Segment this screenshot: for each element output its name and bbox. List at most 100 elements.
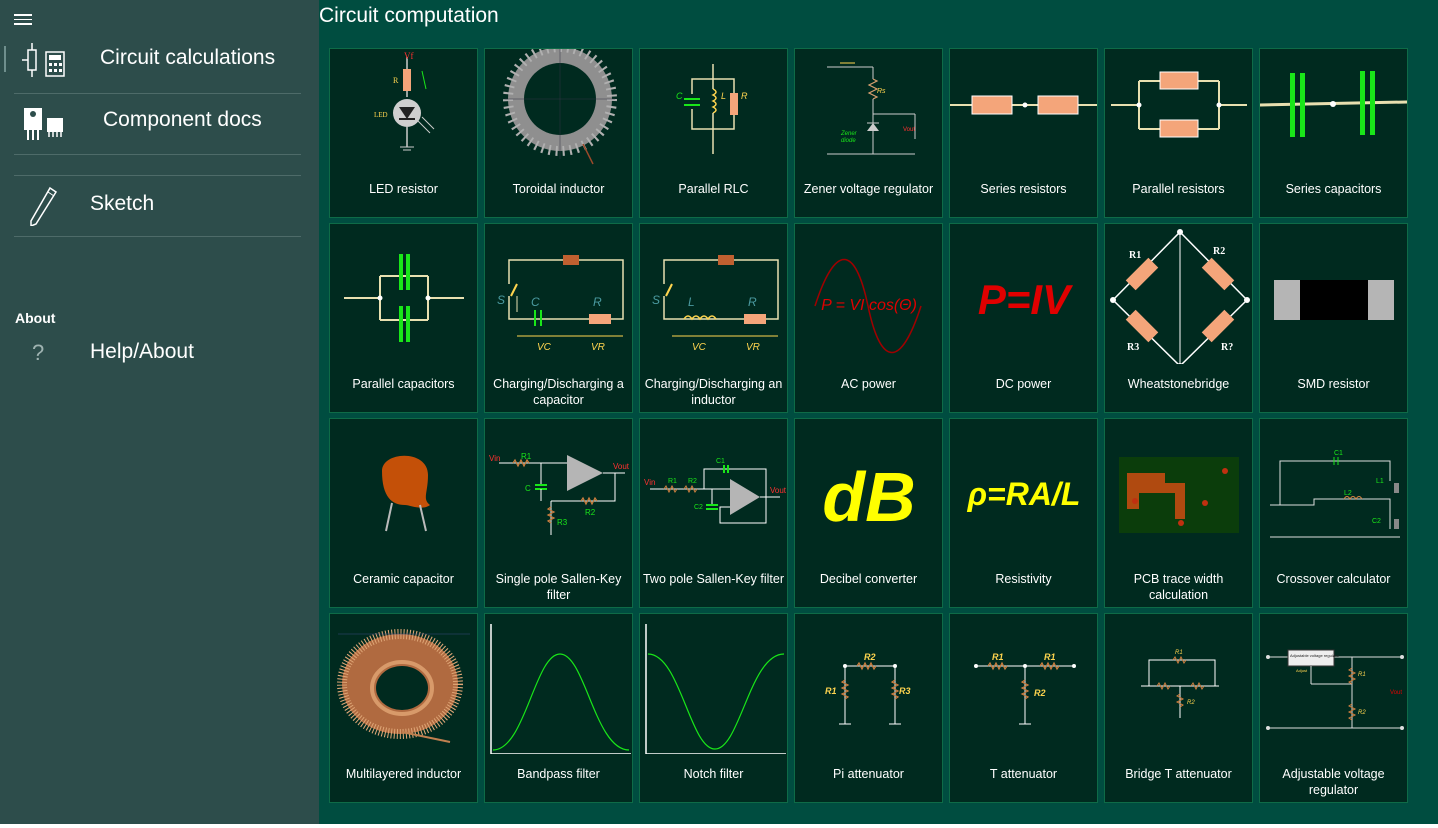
tile-label: Parallel RLC — [678, 182, 749, 196]
hamburger-menu-icon[interactable] — [14, 11, 32, 27]
l2-label: L2 — [1344, 490, 1352, 497]
r4-label: R? — [1221, 342, 1233, 353]
dc-power-icon: P=IV — [978, 276, 1073, 323]
notch-curve-icon — [645, 624, 786, 754]
divider — [14, 175, 301, 176]
tile-ac-power[interactable]: P = VI cos(Θ) AC power — [794, 223, 943, 413]
tile-label: Parallel capacitors — [352, 377, 455, 391]
vr-label: VR — [591, 342, 605, 353]
tile-label: AC power — [841, 377, 896, 391]
tile-smd-resistor[interactable]: SMD resistor — [1259, 223, 1408, 413]
r1-label: R1 — [1358, 672, 1366, 678]
tile-label: T attenuator — [989, 767, 1058, 781]
tile-parallel-capacitors[interactable]: Parallel capacitors — [329, 223, 478, 413]
tile-label: Charging/Discharging a capacitor — [493, 377, 624, 407]
tile-label: Two pole Sallen-Key filter — [642, 572, 785, 586]
l-label: L — [688, 295, 695, 309]
r2-label: R2 — [1034, 688, 1046, 698]
rho-formula: ρ=RA/L — [967, 476, 1081, 512]
tile-label: Zener voltage regulator — [803, 182, 934, 196]
tile-series-capacitors[interactable]: Series capacitors — [1259, 48, 1408, 218]
nav-item-circuit-calculations[interactable]: Circuit calculations — [14, 30, 301, 90]
pi-attenuator-icon: R2 R1 R3 — [825, 652, 911, 725]
tile-series-resistors[interactable]: Series resistors — [949, 48, 1098, 218]
r1-label: R1 — [825, 686, 837, 696]
nav-label-circuit-calculations: Circuit calculations — [100, 46, 276, 69]
ac-power-icon: P = VI cos(Θ) — [814, 259, 922, 353]
tile-grid: Vf R LED LED resistor Toroidal inductor … — [327, 46, 1413, 804]
tile-label: Crossover calculator — [1276, 572, 1391, 586]
rs-label: Rs — [877, 88, 886, 95]
tile-notch-filter[interactable]: Notch filter — [639, 613, 788, 803]
vout-label: Vout — [903, 127, 915, 133]
rc-charging-icon: S C R VC VR — [497, 255, 624, 353]
r1-label: R1 — [992, 652, 1004, 662]
tile-led-resistor[interactable]: Vf R LED LED resistor — [329, 48, 478, 218]
zener-regulator-icon: Rs Zener diode Vout — [827, 62, 916, 155]
s-label: S — [497, 293, 505, 307]
series-resistors-icon — [950, 95, 1097, 115]
c1-label: C1 — [1334, 450, 1343, 457]
selection-indicator — [4, 46, 6, 72]
r2-label: R2 — [1358, 710, 1366, 716]
vout-label: Vout — [770, 486, 787, 495]
c2-label: C2 — [1372, 518, 1381, 525]
tile-decibel-converter[interactable]: dB Decibel converter — [794, 418, 943, 608]
tile-toroidal-inductor[interactable]: Toroidal inductor — [484, 48, 633, 218]
tile-parallel-resistors[interactable]: Parallel resistors — [1104, 48, 1253, 218]
vin-label: Vin — [644, 478, 655, 487]
nav-item-component-docs[interactable]: Component docs — [14, 92, 301, 152]
tile-label: SMD resistor — [1297, 377, 1370, 391]
wheatstone-bridge-icon: R1 R2 R3 R? — [1110, 229, 1250, 364]
nav-item-sketch[interactable]: Sketch — [14, 176, 301, 236]
tile-zener-voltage-regulator[interactable]: Rs Zener diode Vout Zener voltage regula… — [794, 48, 943, 218]
tile-resistivity[interactable]: ρ=RA/L Resistivity — [949, 418, 1098, 608]
decibel-icon: dB — [822, 458, 915, 536]
ac-formula: P = VI cos(Θ) — [821, 297, 917, 314]
divider — [14, 154, 301, 155]
tile-crossover-calculator[interactable]: C1 L2 L1 C2 Crossover calculator — [1259, 418, 1408, 608]
sallen-key-2pole-icon: Vin R1 R2 C1 C2 Vout — [644, 458, 787, 524]
tile-t-attenuator[interactable]: R1 R1 R2 T attenuator — [949, 613, 1098, 803]
parallel-resistors-icon — [1111, 71, 1247, 138]
r2-label: R2 — [864, 652, 876, 662]
components-icon — [24, 108, 63, 140]
tile-multilayered-inductor[interactable]: Multilayered inductor — [329, 613, 478, 803]
r3-label: R3 — [557, 518, 568, 527]
tile-parallel-rlc[interactable]: C L R Parallel RLC — [639, 48, 788, 218]
r3-label: R3 — [899, 686, 911, 696]
tile-pi-attenuator[interactable]: R2 R1 R3 Pi attenuator — [794, 613, 943, 803]
vc-label: VC — [537, 342, 552, 353]
diode-label: diode — [841, 138, 856, 144]
tile-wheatstone-bridge[interactable]: R1 R2 R3 R? Wheatstonebridge — [1104, 223, 1253, 413]
circuit-calculator-icon — [22, 43, 65, 77]
tile-label: Adjustable voltage regulator — [1282, 767, 1385, 797]
tile-pcb-trace-width[interactable]: PCB trace width calculation — [1104, 418, 1253, 608]
tile-label: Charging/Discharging an inductor — [644, 377, 783, 407]
tile-bandpass-filter[interactable]: Bandpass filter — [484, 613, 633, 803]
tile-adjustable-voltage-regulator[interactable]: Adjustable voltage regulator Adjust R1 R… — [1259, 613, 1408, 803]
page-title: Circuit computation — [319, 4, 499, 27]
tile-label: Parallel resistors — [1132, 182, 1225, 196]
sallen-key-1pole-icon: Vin R1 C R3 R2 Vout — [489, 452, 630, 535]
divider — [14, 236, 301, 237]
r-label: R — [393, 76, 399, 85]
r1-label: R1 — [521, 452, 532, 461]
tile-label: Wheatstonebridge — [1127, 377, 1230, 391]
tile-ceramic-capacitor[interactable]: Ceramic capacitor — [329, 418, 478, 608]
nav-item-help-about[interactable]: ? Help/About — [14, 324, 301, 384]
tile-label: Multilayered inductor — [345, 767, 462, 781]
r-label: R — [748, 295, 757, 309]
tile-dc-power[interactable]: P=IV DC power — [949, 223, 1098, 413]
nav-label-help-about: Help/About — [90, 340, 194, 363]
vc-label: VC — [692, 342, 707, 353]
tile-two-pole-sallen-key[interactable]: Vin R1 R2 C1 C2 Vout Two pole Sallen-Key… — [639, 418, 788, 608]
tile-charging-capacitor[interactable]: S C R VC VR Charging/Discharging a capac… — [484, 223, 633, 413]
c2-label: C2 — [694, 504, 703, 511]
tile-charging-inductor[interactable]: S L R VC VR Charging/Discharging an indu… — [639, 223, 788, 413]
tile-bridge-t-attenuator[interactable]: R1 R2 Bridge T attenuator — [1104, 613, 1253, 803]
r2-label: R2 — [585, 508, 596, 517]
series-capacitors-icon — [1260, 71, 1407, 137]
r2-label: R2 — [1213, 246, 1225, 257]
tile-single-pole-sallen-key[interactable]: Vin R1 C R3 R2 Vout Single pole Sallen-K… — [484, 418, 633, 608]
